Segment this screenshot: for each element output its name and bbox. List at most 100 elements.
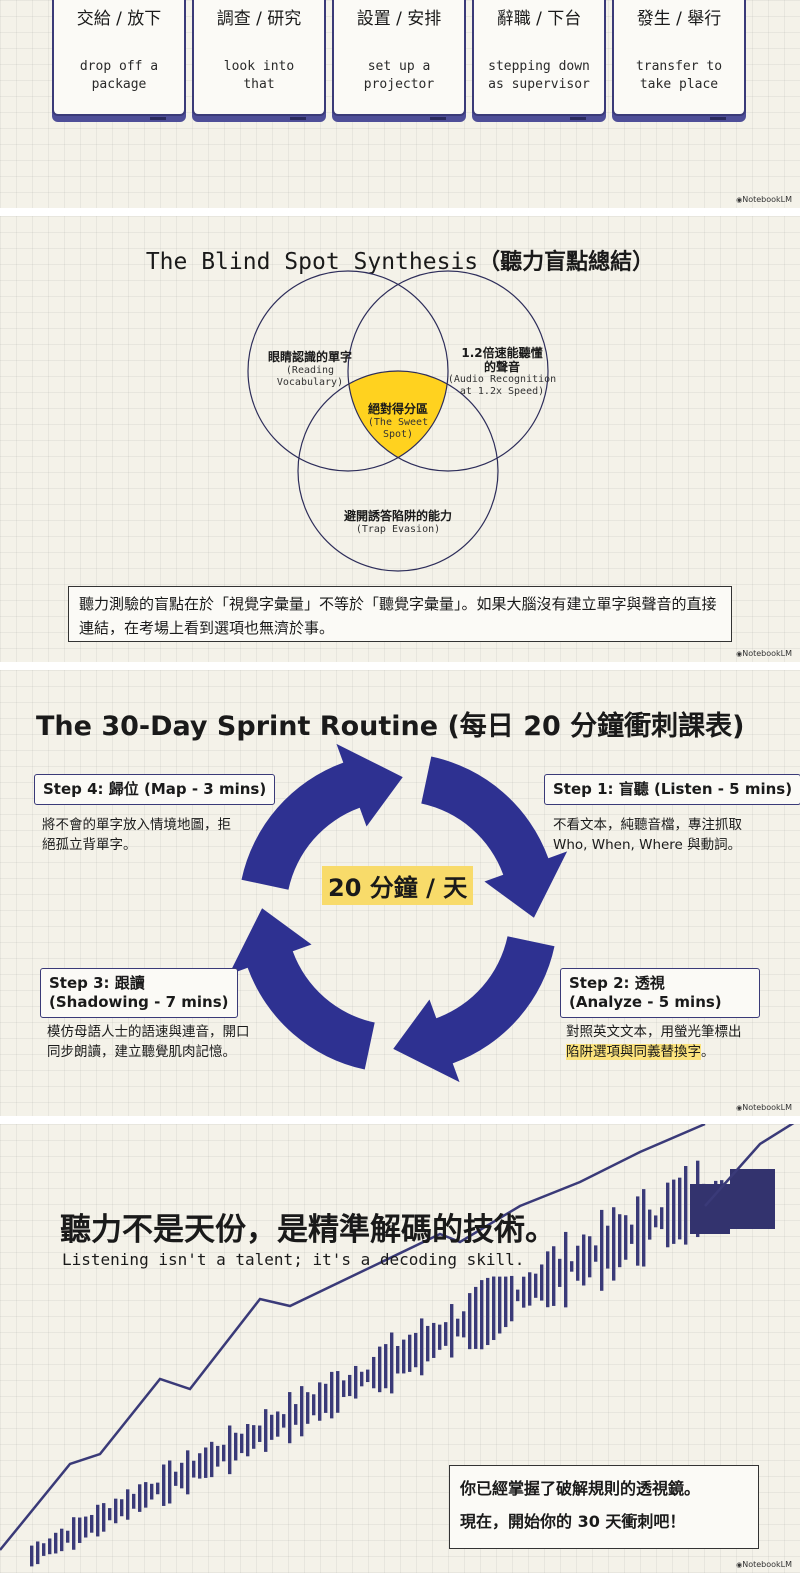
soundwave-bar (432, 1322, 436, 1358)
daily-time-label: 20 分鐘 / 天 (322, 866, 474, 905)
soundwave-bar (678, 1177, 682, 1240)
soundwave-bar (288, 1392, 292, 1444)
audio-label-en: (Audio Recognition at 1.2x Speed) (447, 374, 557, 397)
trap-circle (297, 370, 499, 572)
soundwave-bar (150, 1483, 154, 1500)
soundwave-bar (672, 1179, 676, 1244)
trap-label: 避開誘答陷阱的能力 (Trap Evasion) (318, 507, 478, 536)
card-meaning: 交給 / 放下 (76, 9, 162, 29)
sweet-spot-label-zh: 絕對得分區 (367, 402, 428, 416)
closing-headline: 聽力不是天份，是精準解碼的技術。 (60, 1212, 556, 1248)
soundwave-bar (582, 1234, 586, 1286)
growth-graphic (0, 1124, 795, 1567)
soundwave-bar (264, 1409, 268, 1452)
title-english: The Blind Spot Synthesis (145, 249, 479, 275)
card-phrase: set up a projector (363, 59, 435, 92)
soundwave-bar (564, 1231, 568, 1308)
soundwave-bar (318, 1382, 322, 1421)
slide-title: The 30-Day Sprint Routine (每日 20 分鐘衝刺課表) (36, 711, 745, 742)
soundwave-bar (60, 1528, 64, 1552)
soundwave-bar (636, 1196, 640, 1266)
soundwave-bar (444, 1322, 448, 1346)
step-1-description: 不看文本，純聽音檔，專注抓取 Who, When, Where 與動詞。 (553, 817, 742, 853)
soundwave-bar (504, 1276, 508, 1328)
soundwave-bar (138, 1484, 142, 1512)
card-tab (150, 117, 166, 120)
soundwave-bar (408, 1334, 412, 1372)
soundwave-bar (84, 1516, 88, 1538)
closing-line-1: 你已經掌握了破解規則的透視鏡。 (460, 1479, 701, 1498)
soundwave-bar (36, 1541, 40, 1565)
soundwave-bar (42, 1543, 46, 1556)
soundwave-bar (474, 1286, 478, 1349)
soundwave-bar (180, 1462, 184, 1489)
soundwave-bar (612, 1207, 616, 1281)
soundwave-bar (654, 1215, 658, 1228)
soundwave-bar (168, 1460, 172, 1504)
soundwave-bar (198, 1453, 202, 1479)
soundwave-bar (240, 1433, 244, 1454)
closing-slide: 聽力不是天份，是精準解碼的技術。 Listening isn't a talen… (0, 1124, 800, 1573)
soundwave-bar (204, 1447, 208, 1478)
soundwave-bar (216, 1445, 220, 1467)
blind-spot-summary: 聽力測驗的盲點在於「視覺字彙量」不等於「聽覺字彙量」。如果大腦沒有建立單字與聲音… (68, 586, 732, 642)
card-meaning: 發生 / 舉行 (636, 9, 722, 29)
sweet-spot-label: 絕對得分區 (The Sweet Spot) (348, 400, 448, 441)
soundwave-bar (144, 1482, 148, 1508)
step-3-title: Step 3: 跟讀 (Shadowing - 7 mins) (40, 968, 238, 1018)
blind-spot-slide: The Blind Spot Synthesis（聽力盲點總結） 眼睛認識的單字… (0, 216, 800, 662)
soundwave-bar (618, 1214, 622, 1268)
soundwave-bar (630, 1224, 634, 1244)
soundwave-bar (576, 1245, 580, 1281)
soundwave-bar (420, 1318, 424, 1376)
soundwave-bar (72, 1517, 76, 1550)
soundwave-bar (540, 1264, 544, 1301)
soundwave-bar (468, 1293, 472, 1350)
soundwave-bar (546, 1251, 550, 1308)
soundwave-bar (402, 1339, 406, 1374)
soundwave-bar (438, 1324, 442, 1350)
soundwave-bar (330, 1371, 334, 1419)
soundwave-bar (282, 1414, 286, 1428)
soundwave-bar (558, 1258, 562, 1287)
soundwave-bar (336, 1371, 340, 1413)
soundwave-bar (396, 1345, 400, 1374)
soundwave-bar (624, 1215, 628, 1260)
title-chinese: （聽力盲點總結） (478, 250, 655, 275)
vocab-card: 調查 / 研究 look into that (192, 0, 326, 120)
soundwave-bar (372, 1356, 376, 1389)
soundwave-bar (600, 1209, 604, 1291)
soundwave-bar (252, 1425, 256, 1449)
card-meaning: 調查 / 研究 (216, 9, 302, 29)
step-3-arrow (228, 908, 375, 1070)
venn-diagram (247, 270, 549, 572)
soundwave-bar (276, 1411, 280, 1437)
soundwave-bar (588, 1236, 592, 1278)
reading-label-zh: 眼睛認識的單字 (267, 350, 352, 364)
soundwave-bar (342, 1380, 346, 1398)
sweet-spot-label-en: (The Sweet Spot) (367, 417, 429, 440)
soundwave-bar (78, 1517, 82, 1543)
reading-label-en: (Reading Vocabulary) (276, 365, 344, 388)
soundwave-bar (684, 1166, 688, 1245)
soundwave-bar (730, 1169, 775, 1229)
soundwave-bar (222, 1444, 226, 1462)
soundwave-bar (426, 1325, 430, 1362)
step-1-arrow (421, 756, 568, 918)
step-4-title: Step 4: 歸位 (Map - 3 mins) (34, 774, 276, 805)
slide-title: The Blind Spot Synthesis（聽力盲點總結） (0, 244, 800, 276)
soundwave-bar (348, 1374, 352, 1397)
step-1-title: Step 1: 盲聽 (Listen - 5 mins) (544, 774, 800, 805)
card-tab (290, 117, 306, 120)
soundwave-bar (162, 1464, 166, 1506)
soundwave-bar (48, 1538, 52, 1555)
cycle-diagram (228, 743, 568, 1083)
soundwave-bars (30, 1160, 775, 1567)
notebooklm-watermark: NotebookLM (736, 1560, 792, 1569)
card-phrase: transfer to take place (635, 59, 723, 92)
step-2-title: Step 2: 透視 (Analyze - 5 mins) (560, 968, 760, 1018)
card-phrase: drop off a package (79, 59, 159, 92)
vocab-card: 交給 / 放下 drop off a package (52, 0, 186, 120)
soundwave-bar (642, 1189, 646, 1267)
vocab-card: 設置 / 安排 set up a projector (332, 0, 466, 120)
